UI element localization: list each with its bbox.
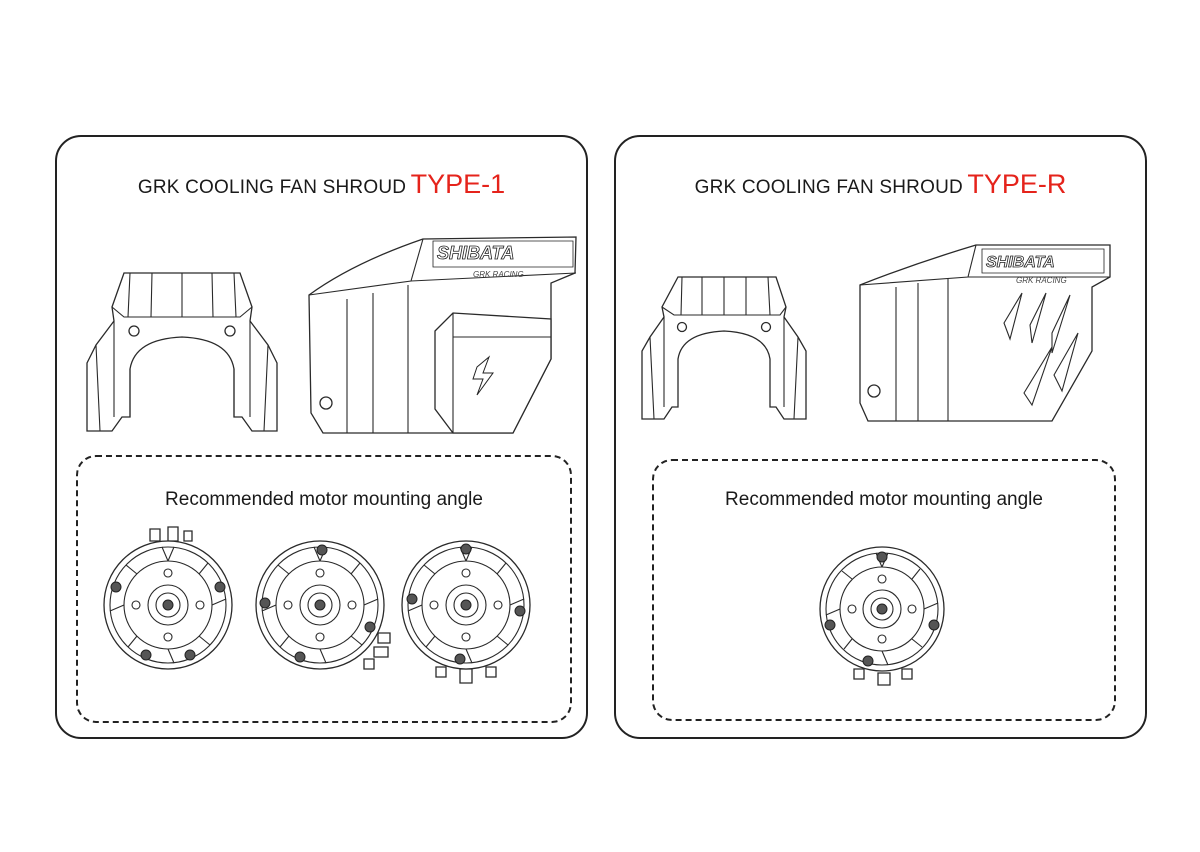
mounting-caption: Recommended motor mounting angle [725,489,1043,510]
shroud-side-view: SHIBATA GRK RACING [303,233,553,439]
brand-logo-text: SHIBATA [986,254,1055,271]
panel-type-r: GRK COOLING FAN SHROUD TYPE-R SHIBATA GR… [614,135,1147,739]
mounting-angle-box: Recommended motor mounting angle [652,459,1116,721]
mounting-caption: Recommended motor mounting angle [165,489,483,510]
panel-type-1: GRK COOLING FAN SHROUD TYPE-1 SHIBATA GR… [55,135,588,739]
motor-diagram-1 [812,529,952,689]
brand-logo-text: SHIBATA [437,243,514,263]
panel-title: GRK COOLING FAN SHROUD TYPE-R [616,169,1145,200]
brand-sub-text: GRK RACING [1016,276,1067,285]
shroud-front-view [72,267,282,437]
shroud-side-view: SHIBATA GRK RACING [856,243,1106,423]
mounting-angle-box: Recommended motor mounting angle [76,455,572,723]
motor-diagram-1 [98,525,238,685]
brand-sub-text: GRK RACING [473,270,524,279]
panel-title: GRK COOLING FAN SHROUD TYPE-1 [57,169,586,200]
shroud-front-view [636,273,812,423]
motor-diagram-3 [396,525,536,685]
title-prefix: GRK COOLING FAN SHROUD [694,177,963,198]
title-type: TYPE-R [967,169,1067,199]
title-prefix: GRK COOLING FAN SHROUD [137,177,407,198]
motor-diagram-2 [250,525,390,685]
title-type: TYPE-1 [410,169,506,199]
